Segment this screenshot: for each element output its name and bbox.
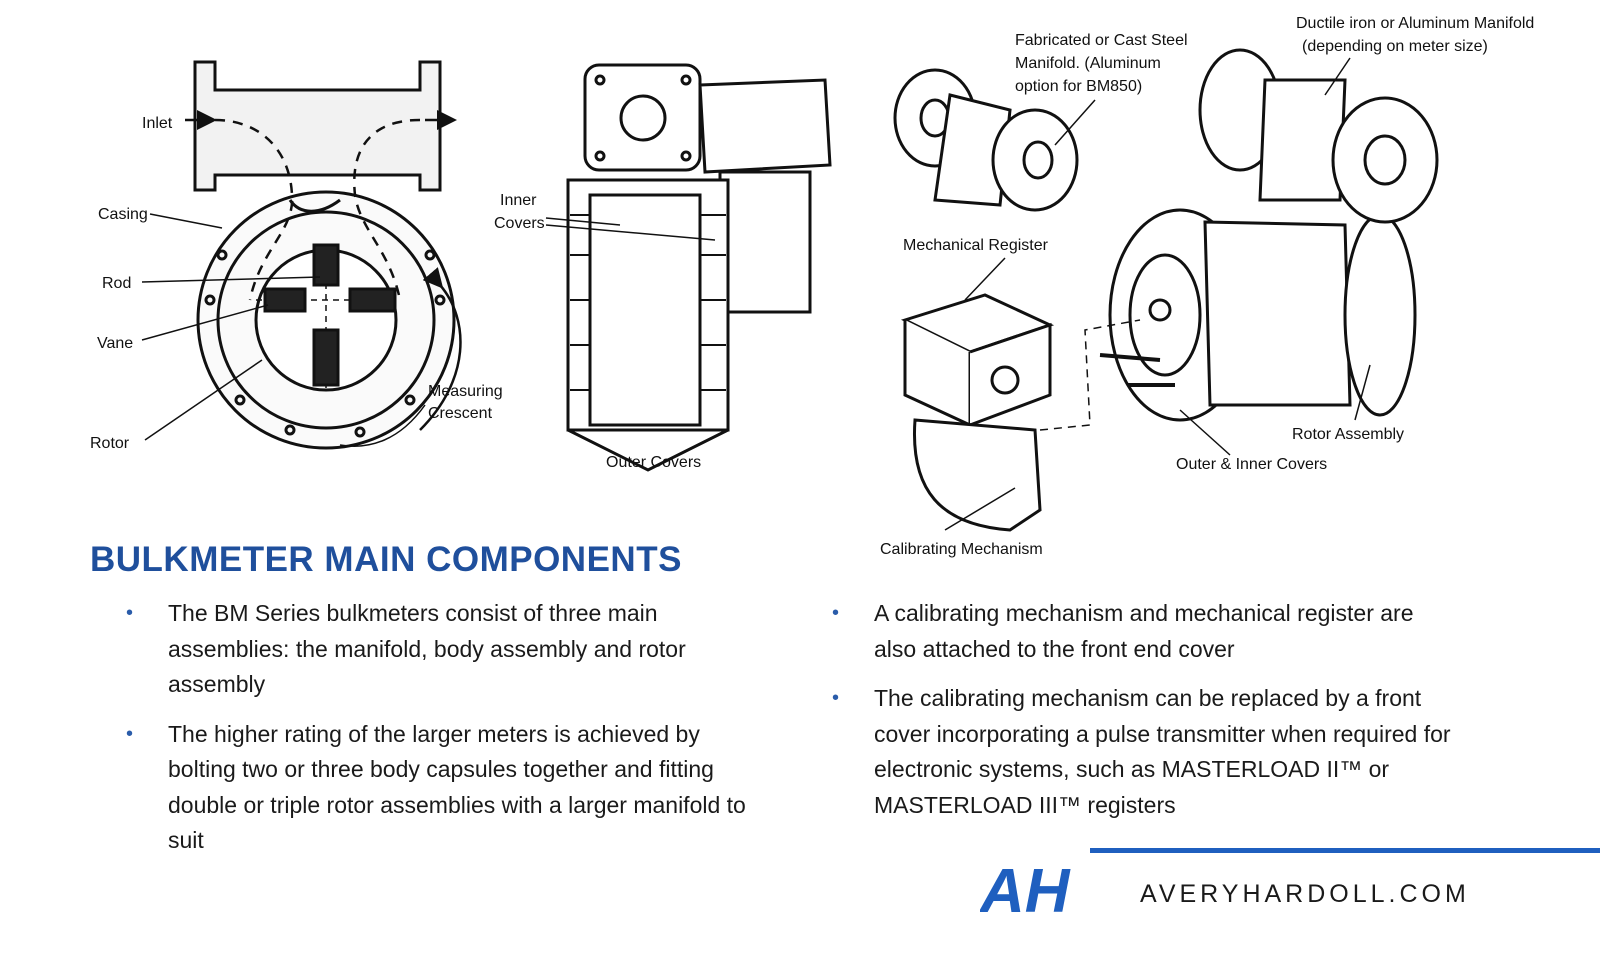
bullet-list-left: • The BM Series bulkmeters consist of thr… [126, 596, 766, 873]
bullet-list-right: • A calibrating mechanism and mechanical … [832, 596, 1452, 837]
logo-text: AH [980, 860, 1071, 920]
label-inner-covers-1: Inner [500, 192, 537, 209]
label-fabricated-1: Fabricated or Cast Steel [1015, 32, 1188, 49]
page-heading: BULKMETER MAIN COMPONENTS [90, 540, 682, 579]
bullet-item: • A calibrating mechanism and mechanical … [832, 596, 1452, 667]
label-casing: Casing [98, 206, 148, 223]
averyhardoll-logo-icon: AH [980, 860, 1071, 920]
bullet-dot: • [126, 602, 134, 624]
components-diagram: Inlet Casing Rod Vane Rotor Measuring Cr… [90, 15, 1534, 558]
cross-section-drawing [193, 60, 456, 450]
bullet-dot: • [832, 687, 840, 709]
label-mechanical-register: Mechanical Register [903, 237, 1049, 254]
label-inlet: Inlet [142, 115, 173, 132]
bullet-text: The higher rating of the larger meters i… [168, 720, 746, 854]
label-fabricated-2: Manifold. (Aluminum [1015, 55, 1161, 72]
label-outer-covers: Outer Covers [606, 454, 701, 471]
label-rotor: Rotor [90, 435, 130, 452]
label-measuring-2: Crescent [428, 405, 493, 422]
bullet-text: A calibrating mechanism and mechanical r… [874, 600, 1414, 662]
label-calibrating-mechanism: Calibrating Mechanism [880, 541, 1043, 558]
bullet-text: The BM Series bulkmeters consist of thre… [168, 600, 686, 697]
label-inner-covers-2: Covers [494, 215, 545, 232]
footer-rule [1090, 848, 1600, 853]
label-vane: Vane [97, 335, 133, 352]
bullet-item: • The higher rating of the larger meters … [126, 717, 766, 859]
exploded-view-drawing [893, 48, 1439, 532]
bullet-dot: • [126, 722, 134, 745]
label-ductile-2: (depending on meter size) [1302, 38, 1488, 55]
bullet-dot: • [832, 602, 840, 624]
bullet-text: The calibrating mechanism can be replace… [874, 685, 1451, 818]
bullet-item: • The calibrating mechanism can be replac… [832, 681, 1452, 823]
label-fabricated-3: option for BM850) [1015, 78, 1142, 95]
label-ductile-1: Ductile iron or Aluminum Manifold [1296, 15, 1534, 32]
label-measuring-1: Measuring [428, 383, 503, 400]
label-rod: Rod [102, 275, 131, 292]
side-view-drawing [566, 63, 832, 472]
bullet-item: • The BM Series bulkmeters consist of thr… [126, 596, 766, 703]
label-rotor-assembly: Rotor Assembly [1292, 426, 1404, 443]
footer-website-url[interactable]: AVERYHARDOLL.COM [1140, 880, 1470, 908]
label-outer-inner-covers: Outer & Inner Covers [1176, 456, 1327, 473]
